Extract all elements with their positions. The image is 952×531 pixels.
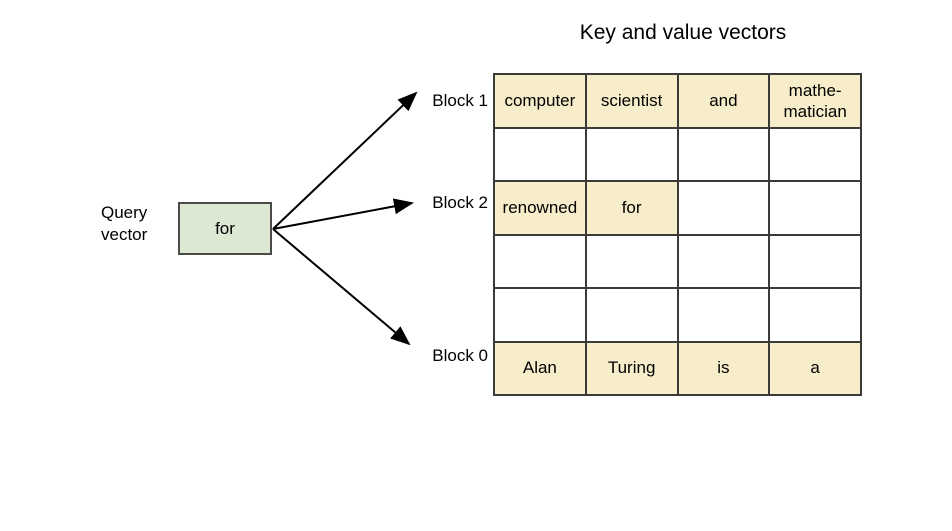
- table-cell: Turing: [584, 340, 679, 396]
- table-row: [493, 126, 862, 182]
- table-cell: [493, 126, 587, 182]
- table-cell: for: [584, 180, 679, 236]
- table-cell: [676, 126, 771, 182]
- table-row: [493, 233, 862, 289]
- table-row: [493, 287, 862, 343]
- table-cell: Alan: [493, 340, 587, 396]
- table-cell: scientist: [584, 73, 679, 129]
- page-title: Key and value vectors: [579, 21, 787, 44]
- query-vector-label-line2: vector: [101, 225, 148, 244]
- table-cell: computer: [493, 73, 587, 129]
- table-cell-line: matician: [783, 101, 847, 121]
- arrow-to-block-0: [272, 228, 411, 346]
- table-cell: and: [676, 73, 771, 129]
- query-vector-box: for: [178, 202, 272, 255]
- table-cell: renowned: [493, 180, 587, 236]
- table-cell: [676, 233, 771, 289]
- table-cell: [584, 287, 679, 343]
- table-cell: [768, 233, 862, 289]
- table-cell: a: [768, 340, 862, 396]
- table-cell: [493, 287, 587, 343]
- block-label-0: Block 0: [432, 346, 488, 365]
- block-label-1: Block 1: [432, 91, 488, 110]
- block-label-2: Block 2: [432, 193, 488, 212]
- arrow-to-block-1: [272, 91, 418, 230]
- table-cell: [676, 180, 771, 236]
- table-cell: [768, 126, 862, 182]
- query-vector-label-line1: Query: [101, 203, 148, 222]
- table-cell: [584, 126, 679, 182]
- query-vector-token: for: [215, 218, 235, 238]
- arrow-to-block-2: [272, 198, 414, 230]
- query-vector-label: Query vector: [101, 202, 175, 246]
- table-cell: [768, 287, 862, 343]
- table-cell: mathe-matician: [768, 73, 862, 129]
- table-cell-line: mathe-: [788, 80, 842, 100]
- table-cell: [768, 180, 862, 236]
- table-cell: [584, 233, 679, 289]
- table-cell: is: [676, 340, 771, 396]
- table-cell: [493, 233, 587, 289]
- table-cell: [676, 287, 771, 343]
